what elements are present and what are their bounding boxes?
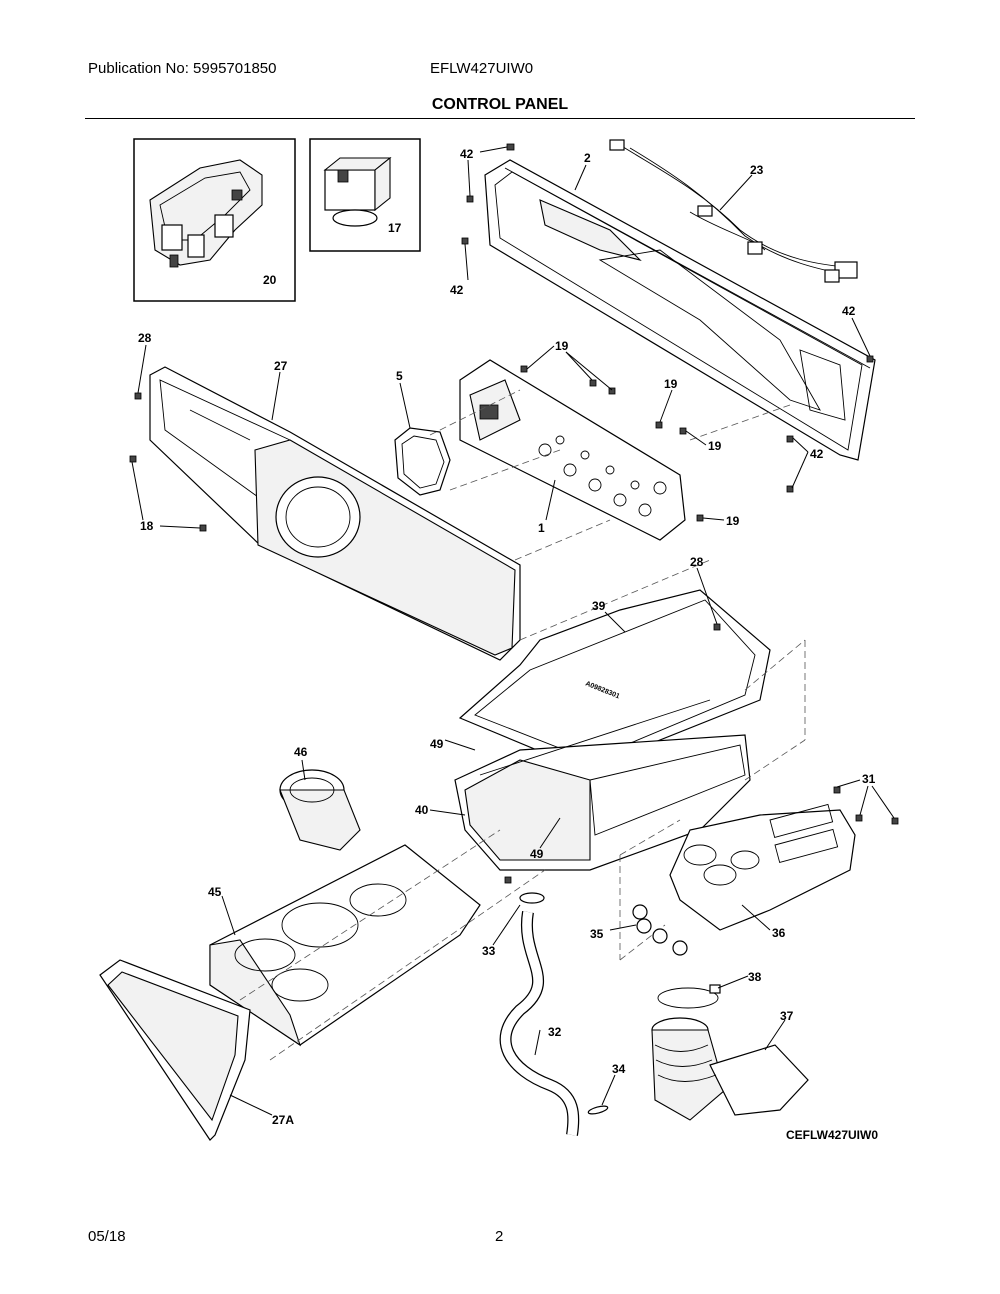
footer-date: 05/18 bbox=[88, 1228, 126, 1245]
part-2-console-rear-panel bbox=[484, 159, 876, 461]
callout-27: 27 bbox=[274, 359, 288, 373]
callout-49: 49 bbox=[530, 847, 544, 861]
callout-18: 18 bbox=[140, 519, 154, 533]
part-35-valve-nozzles bbox=[632, 904, 688, 956]
callout-34: 34 bbox=[612, 1062, 626, 1076]
callout-28: 28 bbox=[138, 331, 152, 345]
callout-19: 19 bbox=[664, 377, 678, 391]
inset-part-20 bbox=[133, 138, 296, 302]
callout-33: 33 bbox=[482, 944, 496, 958]
publication-number: Publication No: 5995701850 bbox=[88, 60, 277, 77]
callout-19: 19 bbox=[555, 339, 569, 353]
part-33-hose-ring bbox=[519, 892, 545, 904]
callout-32: 32 bbox=[548, 1025, 562, 1039]
page-title: CONTROL PANEL bbox=[431, 96, 569, 113]
part-1-control-board bbox=[459, 359, 686, 541]
callout-36: 36 bbox=[772, 926, 786, 940]
callout-19: 19 bbox=[708, 439, 722, 453]
callout-28: 28 bbox=[690, 555, 704, 569]
callout-46: 46 bbox=[294, 745, 308, 759]
callout-45: 45 bbox=[208, 885, 222, 899]
part-38-clamp bbox=[657, 984, 721, 1009]
part-36-water-valve bbox=[669, 803, 856, 931]
callout-leaders bbox=[131, 146, 895, 1116]
part-5-knob-gasket bbox=[394, 427, 451, 496]
part-27a-drawer-handle bbox=[99, 959, 251, 1141]
part-34-hose-clamp bbox=[587, 1105, 609, 1115]
callout-19: 19 bbox=[726, 514, 740, 528]
callout-40: 40 bbox=[415, 803, 429, 817]
callout-42: 42 bbox=[460, 147, 474, 161]
part-23-wire-harness bbox=[609, 139, 858, 283]
callout-1: 1 bbox=[538, 521, 545, 535]
callout-labels: 42 2 23 42 42 42 17 20 28 27 5 19 19 19 … bbox=[138, 147, 878, 1142]
callout-2: 2 bbox=[584, 151, 591, 165]
alignment-lines-housing bbox=[744, 639, 806, 781]
callout-17: 17 bbox=[388, 221, 402, 235]
callout-35: 35 bbox=[590, 927, 604, 941]
callout-42: 42 bbox=[842, 304, 856, 318]
callout-5: 5 bbox=[396, 369, 403, 383]
callout-38: 38 bbox=[748, 970, 762, 984]
callout-23: 23 bbox=[750, 163, 764, 177]
callout-49: 49 bbox=[430, 737, 444, 751]
part-45-dispenser-drawer bbox=[209, 844, 481, 1047]
callout-20: 20 bbox=[263, 273, 277, 287]
page-number: 2 bbox=[495, 1228, 504, 1245]
diagram-code: CEFLW427UIW0 bbox=[786, 1128, 878, 1142]
part-39-board-cover: A09828301 bbox=[458, 589, 771, 771]
part-46-dispenser-cup bbox=[279, 769, 361, 851]
part-40-board-housing bbox=[454, 699, 751, 871]
inset-part-17 bbox=[309, 138, 421, 252]
part-32-drain-hose bbox=[499, 911, 580, 1136]
callout-42: 42 bbox=[810, 447, 824, 461]
callout-31: 31 bbox=[862, 772, 876, 786]
part-27-control-console bbox=[149, 366, 521, 661]
alignment-lines-dispenser bbox=[239, 829, 546, 1061]
alignment-lines-top bbox=[429, 389, 791, 641]
callout-39: 39 bbox=[592, 599, 606, 613]
header-rule bbox=[85, 118, 915, 119]
callout-27a: 27A bbox=[272, 1113, 294, 1127]
callout-42: 42 bbox=[450, 283, 464, 297]
callout-37: 37 bbox=[780, 1009, 794, 1023]
part-37-inlet-bellows bbox=[651, 1017, 809, 1121]
model-number: EFLW427UIW0 bbox=[430, 60, 534, 77]
